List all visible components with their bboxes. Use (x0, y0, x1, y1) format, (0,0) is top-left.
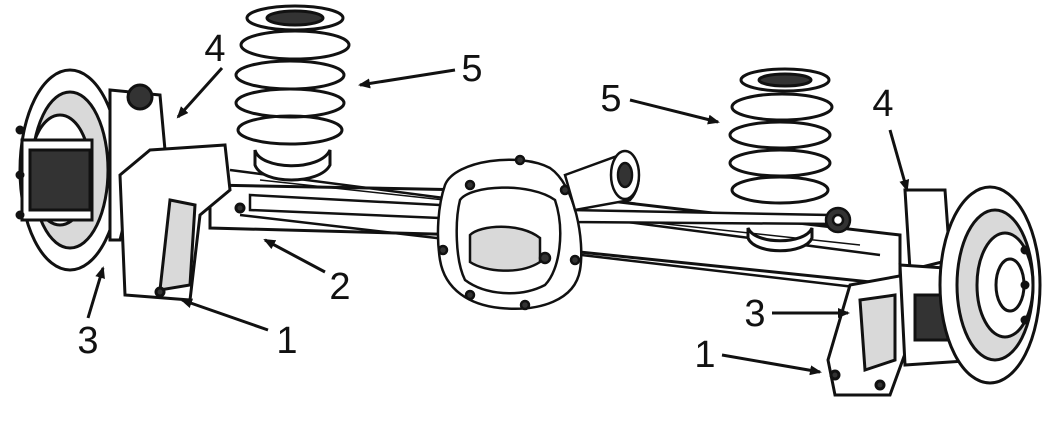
arrow-4-left (176, 66, 224, 119)
callout-5-right: 5 (600, 78, 622, 120)
arrow-1-left (180, 298, 269, 332)
callout-2: 2 (329, 266, 351, 308)
callout-1-right: 1 (694, 334, 716, 376)
leader-arrows (86, 66, 910, 376)
callout-3-right: 3 (744, 293, 766, 335)
differential (436, 149, 641, 311)
callout-3-left: 3 (77, 320, 99, 362)
callout-1-left: 1 (276, 320, 298, 362)
arrow-4-right (888, 129, 910, 192)
arrow-1-right (721, 353, 822, 376)
knuckle-left (108, 83, 246, 302)
callout-4-right: 4 (872, 83, 894, 125)
arrow-2 (263, 238, 326, 274)
callout-4-left: 4 (204, 28, 226, 70)
arrow-5-left (358, 68, 456, 89)
arrow-5-right (629, 98, 720, 125)
coil-spring-right (728, 67, 834, 253)
brake-rotor-right (938, 185, 1042, 385)
coil-spring-left (234, 4, 351, 182)
arrow-3-left (86, 266, 105, 319)
brake-rotor-left (15, 68, 122, 272)
callout-5-left: 5 (461, 48, 483, 90)
